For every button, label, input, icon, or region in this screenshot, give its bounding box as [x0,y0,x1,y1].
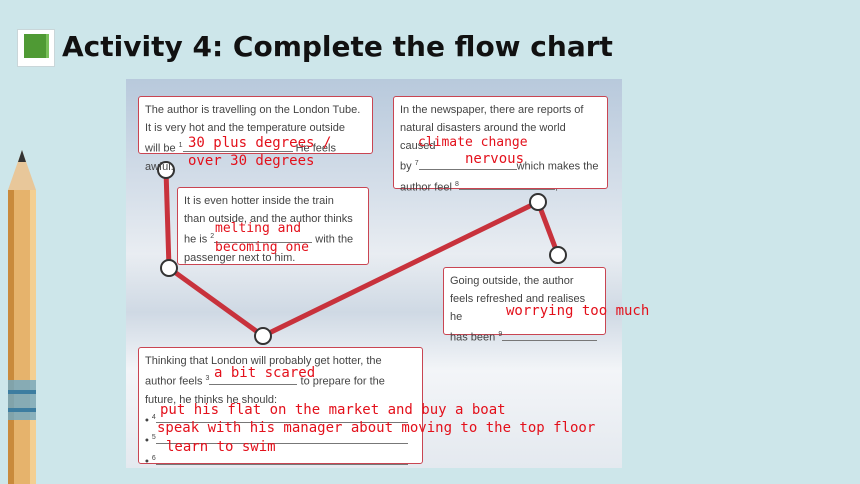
box-text: passenger next to him. [184,251,296,264]
flow-box-2: In the newspaper, there are reports of n… [393,96,608,193]
pencil-icon [8,150,36,484]
box-text: author feel 8. [400,180,559,194]
answer-3: a bit scared [214,365,316,381]
bullet-item: • 4 [145,409,416,430]
answer-2-line1: melting and [215,221,302,236]
answer-9: worrying too much [506,303,650,319]
box-text: he is 2 with the [184,233,354,246]
page-title: Activity 4: Complete the flow chart [62,30,613,63]
flow-node-2 [160,259,178,277]
answer-2-line2: becoming one [215,240,309,255]
activity-icon [17,29,55,67]
flow-node-1 [157,161,175,179]
flow-node-5 [549,246,567,264]
box-text: future, he thinks he should: [145,393,278,406]
box-text: has been 9 [450,326,599,347]
box-text: The author is travelling on the London T… [145,104,361,116]
box-text: natural disasters around the world cause… [400,122,566,152]
answer-1-alt: over 30 degrees [188,153,315,169]
answer-5: speak with his manager about moving to t… [157,420,596,436]
flow-chart-panel: The author is travelling on the London T… [126,79,622,468]
box-text: feels refreshed and realises he [450,293,586,323]
bullet-item: • 5 [145,429,416,450]
flow-node-3 [254,327,272,345]
flow-box-4: Going outside, the author feels refreshe… [443,267,606,344]
box-text: Thinking that London will probably get h… [145,355,382,367]
answer-6: learn to swim [166,439,276,455]
box-text: It is even hotter inside the train [184,195,334,207]
flow-line [157,161,567,345]
flow-node-4 [529,193,547,211]
box-text: will be 1 He feels awful. [145,142,336,173]
flow-box-1: The author is travelling on the London T… [138,96,373,173]
answer-7: climate change [418,135,528,150]
flow-box-3: It is even hotter inside the train than … [177,187,369,265]
box-text: author feels 3 to prepare for the [145,375,385,388]
flow-box-5: Thinking that London will probably get h… [138,347,423,468]
bullet-item: • 6 [145,450,416,468]
answer-1: 30 plus degrees / [188,135,332,151]
box-text: Going outside, the author [450,275,574,287]
box-text: In the newspaper, there are reports of [400,104,584,116]
box-text: It is very hot and the temperature outsi… [145,122,345,134]
answer-8: nervous [465,151,525,167]
box-text: than outside, and the author thinks [184,213,353,225]
answer-4: put his flat on the market and buy a boa… [160,402,506,418]
